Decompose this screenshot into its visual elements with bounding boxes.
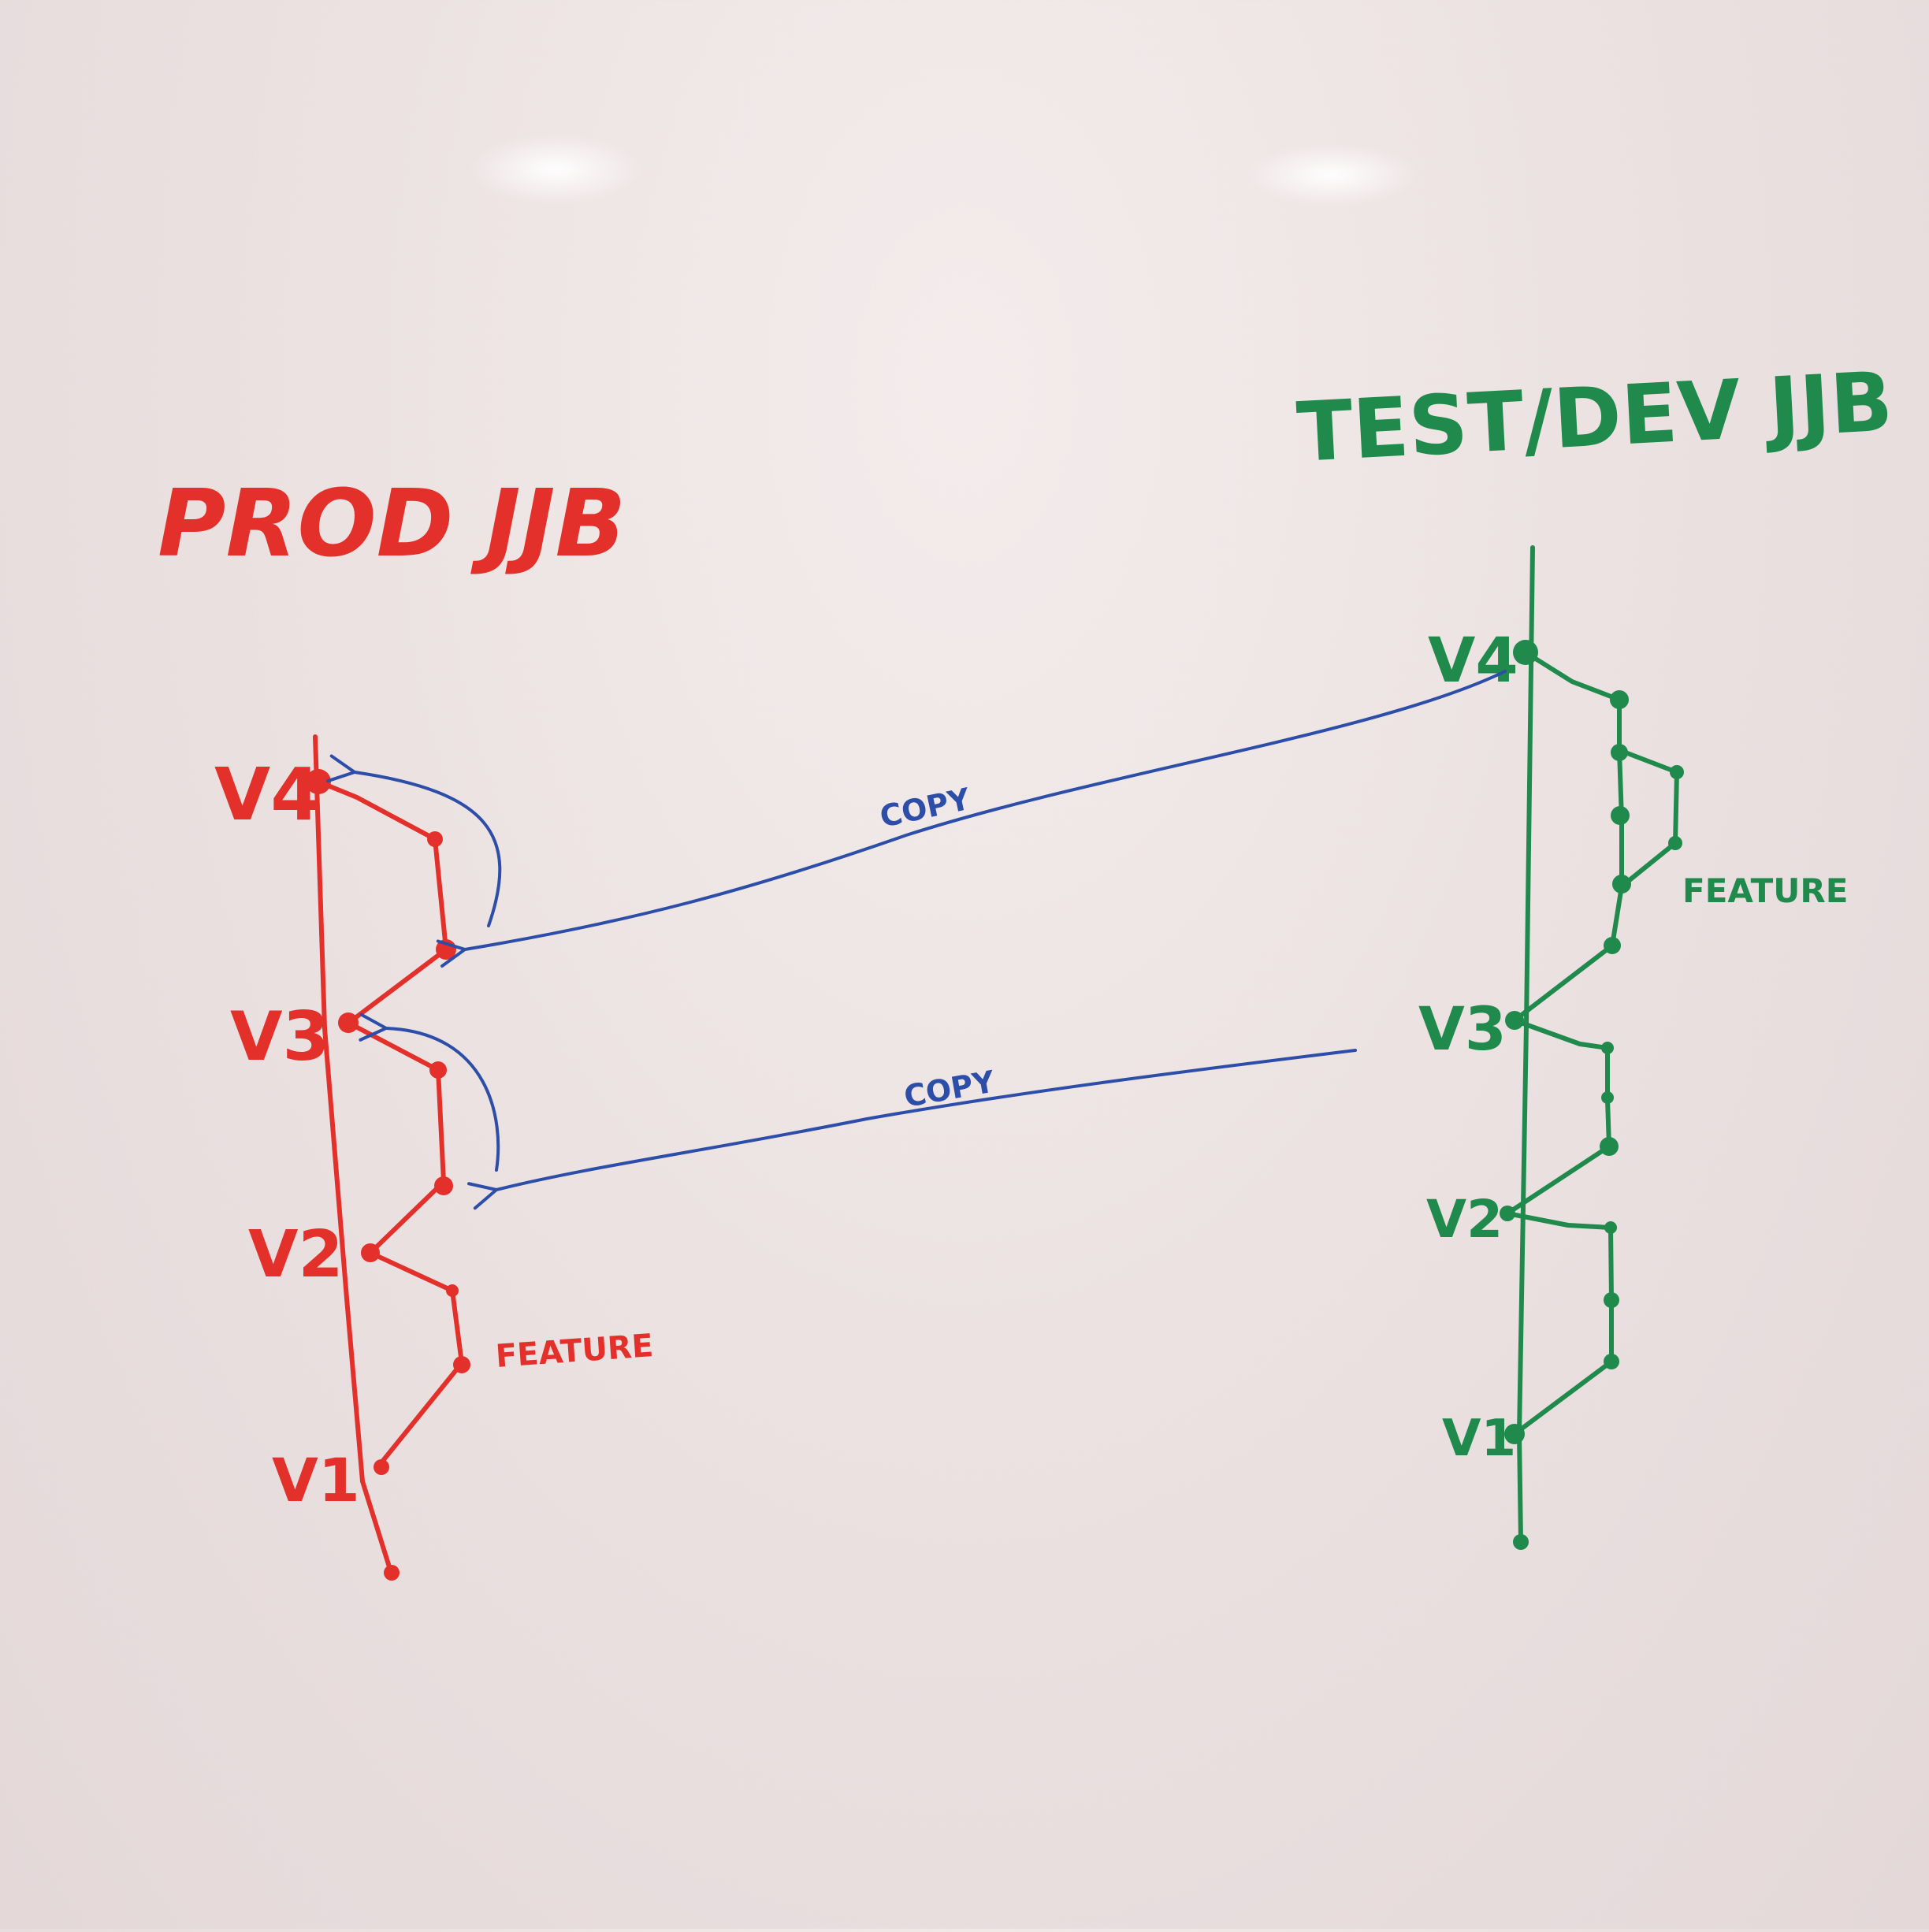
merge-arrow-v4 xyxy=(355,772,502,927)
dev-commit xyxy=(1604,1354,1619,1369)
merge-arrow-v3 xyxy=(386,1028,500,1172)
dev-trunk-line xyxy=(1517,545,1535,1543)
prod-commits xyxy=(306,769,470,1581)
dev-feature-v2 xyxy=(1505,1211,1614,1436)
dev-commit-v3 xyxy=(1505,1011,1524,1030)
dev-commit xyxy=(1668,836,1682,850)
prod-commit xyxy=(427,831,443,847)
prod-commit xyxy=(434,1176,453,1195)
prod-branch xyxy=(313,734,464,1574)
copy-arrow-v4 xyxy=(465,670,1507,949)
light-glare-right xyxy=(1245,143,1418,206)
prod-version-v1: V1 xyxy=(272,1445,360,1515)
dev-feature-v3 xyxy=(1505,1018,1611,1216)
prod-trunk-line xyxy=(313,734,393,1574)
dev-version-v2: V2 xyxy=(1426,1189,1503,1250)
dev-commit xyxy=(1600,1137,1619,1156)
prod-commit xyxy=(429,1061,447,1079)
dev-version-v1: V1 xyxy=(1442,1410,1516,1468)
dev-commit xyxy=(1611,806,1630,825)
dev-feature-label: FEATURE xyxy=(1682,871,1848,910)
light-glare-left xyxy=(469,134,642,205)
dev-commit-v2 xyxy=(1500,1206,1515,1221)
dev-commit xyxy=(1604,937,1621,954)
dev-commit xyxy=(1611,744,1628,761)
prod-feature-label: FEATURE xyxy=(494,1328,654,1375)
dev-branch xyxy=(1505,545,1679,1543)
prod-title: PROD JJB xyxy=(158,469,626,578)
copy-label-bottom: COPY xyxy=(901,1064,998,1113)
prod-commit-v2 xyxy=(361,1243,380,1262)
prod-commit xyxy=(446,1284,459,1297)
prod-commit xyxy=(384,1565,400,1581)
prod-version-v4: V4 xyxy=(214,752,321,837)
dev-commit xyxy=(1604,1221,1617,1234)
dev-commit-v4 xyxy=(1513,640,1538,665)
dev-commit-v1 xyxy=(1504,1424,1525,1444)
prod-version-v3: V3 xyxy=(230,998,329,1076)
prod-version-v2: V2 xyxy=(248,1217,344,1292)
prod-commit xyxy=(436,939,456,960)
prod-feature-v2 xyxy=(368,1250,464,1464)
copy-arrows xyxy=(355,670,1507,1190)
dev-commit xyxy=(1670,765,1684,779)
prod-feature-v4 xyxy=(316,779,448,1027)
dev-feature-loop xyxy=(1617,748,1679,889)
dev-commit xyxy=(1601,1042,1614,1054)
dev-commit xyxy=(1612,875,1631,894)
dev-commit xyxy=(1513,1534,1529,1550)
dev-title: TEST/DEV JJB xyxy=(1295,354,1895,481)
dev-commit xyxy=(1601,1091,1614,1104)
dev-version-v3: V3 xyxy=(1418,994,1507,1064)
dev-commit xyxy=(1604,1292,1619,1308)
prod-feature-v3 xyxy=(346,1020,446,1255)
dev-commits xyxy=(1500,640,1684,1550)
prod-commit-v3 xyxy=(338,1012,359,1033)
prod-commit-v4 xyxy=(306,769,331,794)
dev-feature-v4 xyxy=(1512,650,1624,1023)
copy-label-top: COPY xyxy=(877,782,974,834)
prod-commit xyxy=(453,1356,470,1373)
prod-commit-v1 xyxy=(374,1459,389,1475)
copy-arrow-v3 xyxy=(496,1049,1357,1190)
dev-commit xyxy=(1610,690,1629,709)
